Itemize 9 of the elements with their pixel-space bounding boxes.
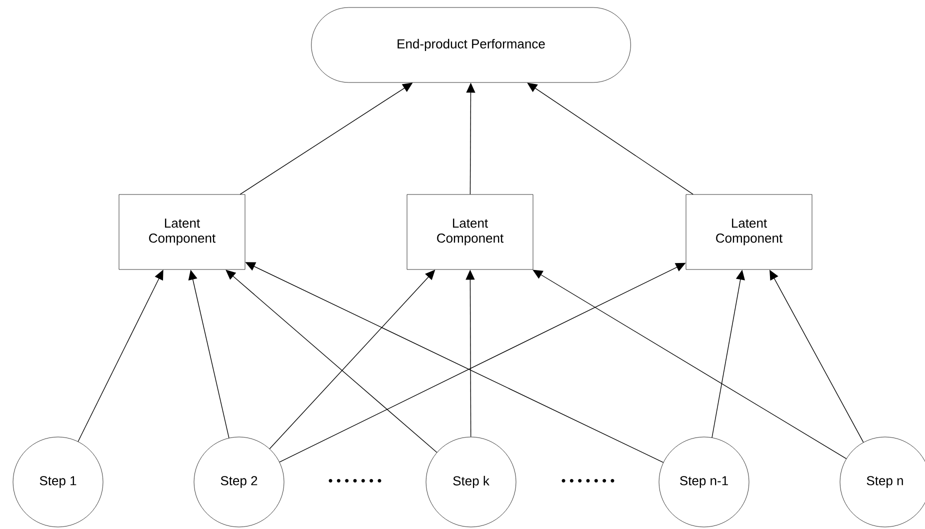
arrow: [226, 270, 438, 453]
component-box: Latent Component: [686, 194, 812, 270]
ellipsis-dots: • • • • • • •: [328, 478, 382, 482]
ellipsis-dots: • • • • • • •: [562, 478, 614, 482]
outcome-pill: End-product Performance: [311, 7, 631, 83]
component-box: Latent Component: [406, 194, 534, 270]
arrow: [532, 270, 847, 460]
arrow: [527, 82, 694, 195]
component-box: Latent Component: [118, 194, 246, 270]
